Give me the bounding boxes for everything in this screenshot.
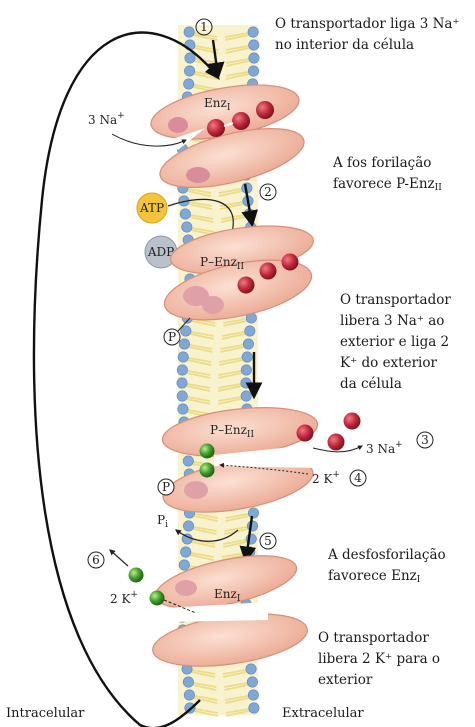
caption-line: A fos forilação bbox=[333, 153, 442, 174]
inorganic-phosphate-label: Pi bbox=[157, 513, 168, 530]
enzyme-pocket bbox=[184, 481, 208, 499]
phospholipid-head bbox=[248, 27, 258, 37]
caption-line: favorece P-EnzII bbox=[333, 174, 442, 199]
caption-line: A desfosforilação bbox=[328, 545, 446, 566]
enzyme-pocket bbox=[175, 580, 197, 596]
phospholipid-head bbox=[177, 365, 187, 375]
phospholipid-head bbox=[248, 690, 258, 700]
extracellular-label: Extracelular bbox=[282, 706, 364, 721]
sodium-ion bbox=[260, 263, 277, 280]
caption-subscript: I bbox=[417, 575, 421, 585]
phospholipid-head bbox=[177, 391, 187, 401]
enzyme-pocket bbox=[168, 117, 188, 133]
phospholipid-head bbox=[183, 521, 193, 531]
phospholipid-head bbox=[248, 508, 258, 518]
caption-line: O transportador bbox=[318, 628, 440, 649]
phospholipid-head bbox=[249, 703, 259, 713]
enzyme-state-4-bottom: EnzI bbox=[149, 546, 310, 675]
potassium-ion-released bbox=[129, 568, 144, 583]
enzyme-pocket bbox=[202, 296, 224, 314]
phospholipid-head bbox=[245, 326, 255, 336]
caption-step-1: O transportador liga 3 Na⁺ no interior d… bbox=[275, 14, 460, 56]
sodium-ion-released bbox=[344, 413, 361, 430]
caption-line: exterior bbox=[318, 670, 440, 691]
phospholipid-head bbox=[184, 27, 194, 37]
caption-line: da célula bbox=[340, 374, 451, 395]
phospholipid-head bbox=[181, 326, 191, 336]
phospholipid-head bbox=[247, 677, 257, 687]
sodium-ion bbox=[282, 254, 299, 271]
phospholipid-head bbox=[178, 404, 188, 414]
phosphate-label: P bbox=[162, 480, 170, 494]
phospholipid-head bbox=[241, 365, 251, 375]
phospholipid-head bbox=[184, 66, 194, 76]
sodium-in-label: 3 Na+ bbox=[88, 111, 125, 127]
sodium-ion bbox=[256, 101, 274, 119]
caption-line: favorece EnzI bbox=[328, 566, 446, 591]
step-5-number: 5 bbox=[264, 534, 272, 548]
step-1-number: 1 bbox=[200, 20, 208, 34]
enzyme-pocket bbox=[186, 167, 210, 183]
caption-line: exterior e liga 2 bbox=[340, 332, 451, 353]
caption-line: O transportador bbox=[340, 290, 451, 311]
caption-subscript: II bbox=[435, 183, 442, 193]
phospholipid-head bbox=[247, 521, 257, 531]
caption-line: O transportador liga 3 Na⁺ bbox=[275, 14, 460, 35]
phospholipid-head bbox=[181, 547, 191, 557]
phosphate-label: P bbox=[168, 330, 176, 344]
step-3-number: 3 bbox=[421, 433, 429, 447]
phospholipid-head bbox=[182, 222, 192, 232]
step-4-number: 4 bbox=[354, 471, 362, 485]
step-2-number: 2 bbox=[264, 185, 272, 199]
phospholipid-head bbox=[249, 40, 259, 50]
phospholipid-head bbox=[241, 391, 251, 401]
caption-line: libera 3 Na⁺ ao bbox=[340, 311, 451, 332]
caption-step-2: A fos forilação favorece P-EnzII bbox=[333, 153, 442, 199]
phospholipid-head bbox=[177, 378, 187, 388]
phospholipid-head bbox=[243, 339, 253, 349]
intracellular-label: Intracelular bbox=[6, 706, 84, 721]
atp-label: ATP bbox=[139, 201, 164, 215]
potassium-ion bbox=[200, 463, 215, 478]
phospholipid-head bbox=[179, 560, 189, 570]
sodium-out-label: 3 Na+ bbox=[366, 440, 403, 456]
phospholipid-head bbox=[183, 456, 193, 466]
potassium-ion bbox=[200, 444, 215, 459]
sodium-ion bbox=[238, 277, 255, 294]
caption-step-3: O transportador libera 3 Na⁺ ao exterior… bbox=[340, 290, 451, 395]
potassium-out-label: 2 K+ bbox=[110, 590, 138, 606]
caption-line: K⁺ do exterior bbox=[340, 353, 451, 374]
caption-step-6: O transportador libera 2 K⁺ para o exter… bbox=[318, 628, 440, 691]
potassium-ion-released bbox=[150, 591, 165, 606]
phospholipid-head bbox=[241, 378, 251, 388]
phospholipid-head bbox=[183, 677, 193, 687]
phospholipid-head bbox=[248, 66, 258, 76]
phospholipid-head bbox=[180, 209, 190, 219]
enzyme-state-1-top: EnzI bbox=[147, 75, 310, 199]
caption-step-5: A desfosforilação favorece EnzI bbox=[328, 545, 446, 591]
potassium-release-arrow bbox=[110, 550, 128, 566]
phospholipid-head bbox=[242, 352, 252, 362]
sodium-ion-released bbox=[328, 434, 345, 451]
phospholipid-head bbox=[184, 79, 194, 89]
potassium-in-label: 2 K+ bbox=[312, 470, 340, 486]
phospholipid-head bbox=[179, 339, 189, 349]
caption-line: no interior da célula bbox=[275, 35, 460, 56]
phospholipid-head bbox=[184, 690, 194, 700]
adp-label: ADP bbox=[147, 245, 174, 259]
phospholipid-head bbox=[249, 53, 259, 63]
step-6-number: 6 bbox=[92, 553, 100, 567]
sodium-ion bbox=[297, 425, 314, 442]
phospholipid-head bbox=[178, 352, 188, 362]
caption-line: libera 2 K⁺ para o bbox=[318, 649, 440, 670]
phospholipid-head bbox=[185, 53, 195, 63]
sodium-ion bbox=[232, 112, 250, 130]
sodium-ion bbox=[207, 119, 225, 137]
phospholipid-head bbox=[246, 664, 256, 674]
